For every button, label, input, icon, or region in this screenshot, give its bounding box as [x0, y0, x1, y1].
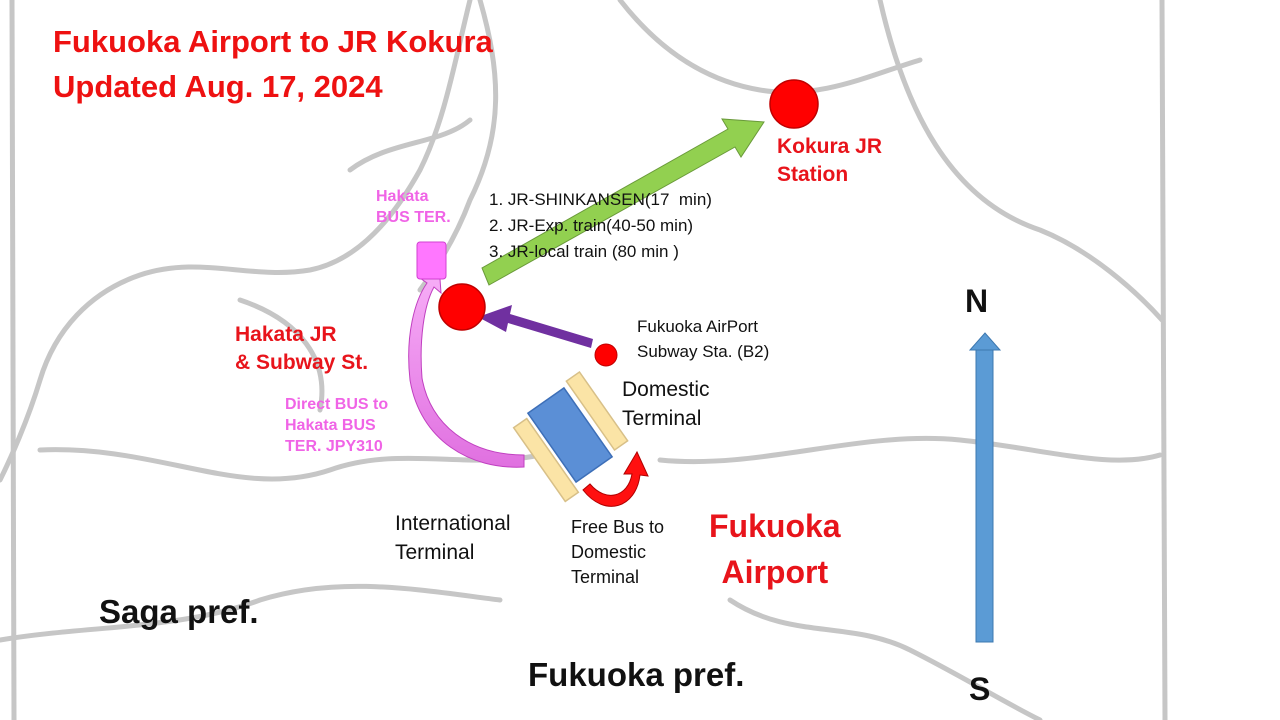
direct-bus-label: Direct BUS to Hakata BUS TER. JPY310: [285, 396, 389, 455]
international-terminal-label: International Terminal: [395, 512, 511, 564]
background-map: [0, 0, 1168, 720]
map-title: Fukuoka Airport to JR Kokura: [53, 24, 493, 59]
kokura-station-marker: [769, 79, 819, 129]
international-terminal-building: [512, 417, 580, 503]
free-bus-label: Free Bus to Domestic Terminal: [571, 517, 665, 587]
domestic-terminal-label: Domestic Terminal: [622, 378, 710, 430]
hakata-bus-terminal-label: Hakata BUS TER.: [376, 188, 451, 226]
fukuoka-airport-label: Fukuoka Airport: [709, 508, 841, 590]
route-option-1: 1. JR-SHINKANSEN(17 min): [489, 190, 712, 209]
update-date: Updated Aug. 17, 2024: [53, 69, 383, 104]
free-bus-arrow: [582, 450, 649, 507]
north-arrow-icon: [968, 332, 1002, 643]
compass-south-label: S: [969, 671, 991, 707]
route-option-2: 2. JR-Exp. train(40-50 min): [489, 216, 694, 235]
compass-north-label: N: [965, 283, 989, 319]
domestic-terminal-building: [565, 370, 629, 452]
hakata-bus-terminal-marker: [416, 241, 447, 280]
fukuoka-prefecture-label: Fukuoka pref.: [528, 656, 745, 693]
runway: [526, 386, 614, 484]
subway-route-arrow: [478, 305, 593, 348]
jr-route-arrow: [481, 118, 765, 286]
airport-subway-marker: [594, 343, 618, 367]
airport-subway-label: Fukuoka AirPort Subway Sta. (B2): [637, 317, 770, 361]
saga-prefecture-label: Saga pref.: [99, 593, 259, 630]
kokura-station-label: Kokura JR Station: [777, 135, 883, 186]
hakata-station-marker: [438, 283, 486, 331]
hakata-station-label: Hakata JR & Subway St.: [235, 323, 369, 374]
route-option-3: 3. JR-local train (80 min ): [489, 242, 679, 261]
